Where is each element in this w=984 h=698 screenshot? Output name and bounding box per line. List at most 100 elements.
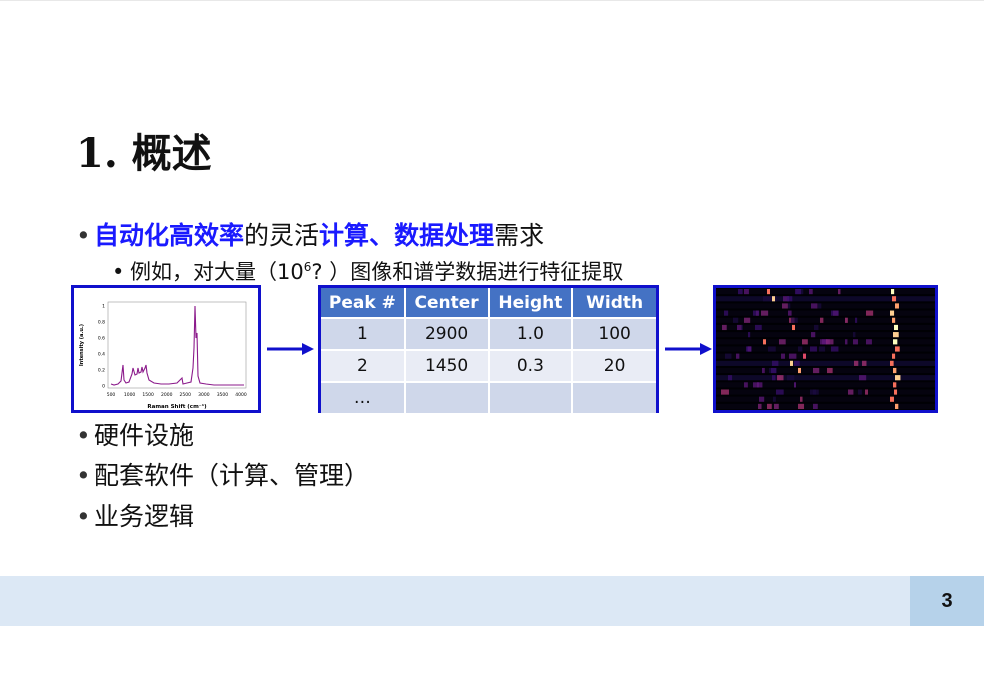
x-axis-label: Raman Shift (cm⁻¹) (147, 403, 207, 410)
table-cell (572, 381, 656, 413)
heatmap-cell (798, 403, 805, 409)
y-tick-label: 1 (102, 304, 105, 310)
footer-band (0, 576, 984, 626)
heatmap-cell (855, 317, 858, 323)
peak-table-panel: Peak # Center Height Width 1 2900 1.0 10… (318, 285, 659, 413)
y-tick-label: 0.8 (98, 320, 105, 326)
bullet-text: 业务逻辑 (94, 502, 195, 531)
heatmap-cell (736, 353, 740, 359)
header-width: Width (572, 288, 656, 318)
bullet-dot: • (76, 461, 91, 490)
heatmap-peak (893, 339, 898, 345)
arrow-right-icon (267, 343, 314, 355)
heatmap-cell (866, 310, 874, 316)
heatmap-cell (800, 396, 803, 402)
heatmap-cell (738, 289, 743, 295)
heatmap-cell (810, 346, 817, 352)
sub-bullet-example: •例如，对大量（106? ）图像和谱学数据进行特征提取 (112, 258, 623, 286)
heatmap-cell (813, 403, 818, 409)
heatmap-cell (787, 296, 793, 302)
heatmap-peak (803, 353, 806, 359)
heatmap-row (716, 303, 935, 309)
heatmap-cell (781, 353, 785, 359)
heatmap-peak (890, 310, 895, 316)
example-text-a: 例如，对大量（10 (130, 260, 304, 284)
heatmap-row (716, 324, 935, 331)
heatmap-row (716, 296, 935, 302)
heatmap-cell (845, 317, 848, 323)
heatmap-cell (772, 360, 779, 366)
heatmap-cell (772, 375, 776, 381)
peak-table: Peak # Center Height Width 1 2900 1.0 10… (321, 288, 656, 413)
table-cell: 1 (321, 317, 406, 350)
heatmap-cell (859, 375, 867, 381)
table-row: 1 2900 1.0 100 (321, 317, 656, 350)
heatmap-cell (865, 389, 869, 395)
y-axis-label: Intensity (a.u.) (79, 324, 85, 366)
y-tick-label: 0.2 (98, 368, 105, 374)
heatmap-row (716, 310, 935, 316)
heatmap-cell (831, 346, 839, 352)
heatmap-cell (862, 360, 867, 366)
heatmap-cell (794, 360, 800, 366)
bullet-software: •配套软件（计算、管理） (76, 460, 369, 492)
table-cell: … (321, 381, 406, 413)
heatmap-cell (794, 382, 797, 388)
heatmap-cell (788, 303, 791, 309)
heatmap-peak (891, 289, 895, 295)
heatmap-peak (895, 403, 899, 409)
heatmap-peak (792, 324, 795, 331)
plot-frame (107, 301, 247, 389)
bullet-business-logic: •业务逻辑 (76, 501, 194, 533)
heatmap-cell (831, 310, 839, 316)
y-tick-label: 0.4 (98, 352, 105, 358)
heatmap-cell (753, 382, 759, 388)
heatmap-cell (822, 339, 830, 345)
table-row: 2 1450 0.3 20 (321, 349, 656, 382)
heatmap-cell (777, 375, 784, 381)
heatmap-cell (779, 339, 786, 345)
page-number: 3 (910, 576, 984, 626)
heatmap-cell (827, 367, 833, 374)
heatmap-row (716, 389, 935, 395)
heatmap-cell (724, 310, 729, 316)
heatmap-cell (728, 375, 733, 381)
heatmap-cell (747, 346, 752, 352)
heatmap-row (716, 375, 935, 381)
heatmap-peak (767, 289, 770, 295)
heatmap-cell (768, 346, 776, 352)
table-cell: 20 (572, 349, 656, 382)
heatmap-cell (826, 339, 834, 345)
example-text-b: ? ）图像和谱学数据进行特征提取 (311, 260, 624, 284)
heatmap-cell (776, 389, 784, 395)
heatmap-cell (782, 303, 788, 309)
heatmap-cell (733, 317, 739, 323)
heatmap-cell (755, 324, 762, 331)
bullet-dot: • (76, 221, 91, 250)
heatmap-cell (762, 367, 765, 374)
heatmap-cell (744, 382, 748, 388)
heatmap-cell (774, 403, 779, 409)
table-row: … (321, 381, 656, 413)
heatmap-cell (838, 289, 841, 295)
heatmap-cell (814, 324, 819, 331)
heatmap-cell (737, 324, 742, 331)
y-tick-label: 0 (102, 384, 105, 390)
heatmap-row (716, 346, 935, 352)
table-cell: 100 (572, 317, 656, 350)
highlight-automation: 自动化高效率 (94, 221, 245, 250)
heatmap-cell (854, 360, 859, 366)
heatmap-peak (892, 317, 896, 323)
heatmap-cell (757, 382, 763, 388)
heatmap-cell (853, 332, 856, 338)
bullet-requirements: •自动化高效率的灵活计算、数据处理需求 (76, 220, 544, 252)
header-center: Center (404, 288, 490, 318)
heatmap-cell (811, 303, 818, 309)
heatmap-cell (853, 339, 858, 345)
heatmap-peak (895, 375, 901, 381)
heatmap-cell (818, 303, 822, 309)
